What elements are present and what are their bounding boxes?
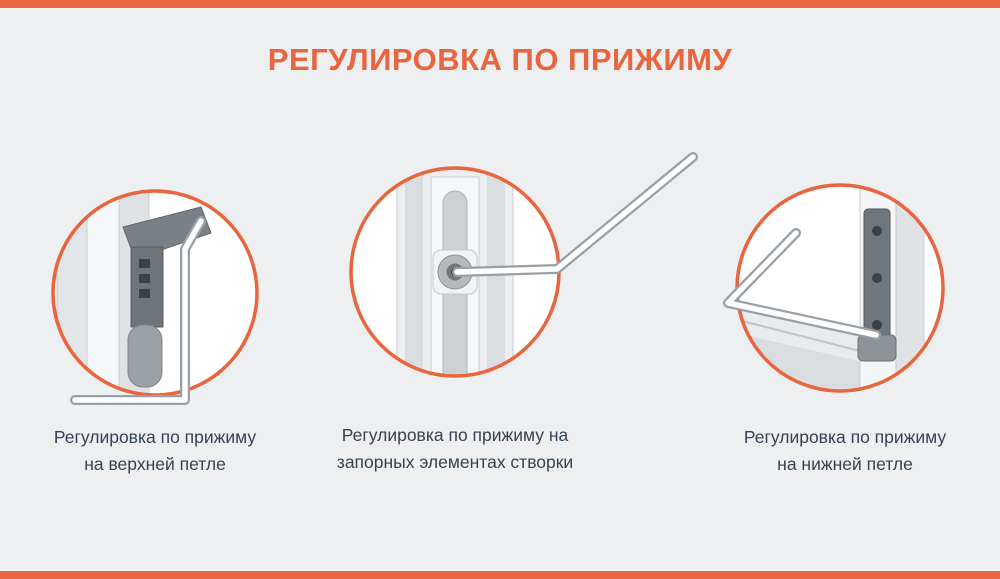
caption-line: Регулировка по прижиму на [341, 425, 569, 445]
panel-upper-hinge [5, 185, 305, 445]
caption-line: запорных элементах створки [336, 452, 574, 473]
hex-key-icon [70, 216, 206, 405]
bottom-accent-bar [0, 571, 1000, 579]
illustration-lower-hinge [723, 183, 945, 393]
caption-lower-hinge: Регулировка по прижиму на нижней петле [690, 424, 1000, 478]
caption-line: на нижней петле [777, 454, 913, 475]
sash-profile [396, 168, 514, 376]
top-hinge [122, 206, 212, 388]
panel-lower-hinge [690, 183, 1000, 443]
hex-key-icon [452, 152, 698, 277]
page-title: РЕГУЛИРОВКА ПО ПРИЖИМУ [267, 42, 733, 77]
bottom-hinge [857, 208, 897, 362]
illustration-sash-locks [349, 152, 698, 378]
caption-line: Регулировка по прижиму [53, 427, 257, 447]
caption-line: на верхней петле [84, 454, 226, 475]
top-accent-bar [0, 0, 1000, 8]
illustration-upper-hinge [51, 189, 259, 405]
panel-sash-locking-elements [305, 152, 698, 425]
caption-line: Регулировка по прижиму [743, 427, 947, 447]
caption-upper-hinge: Регулировка по прижиму на верхней петле [5, 424, 305, 478]
hex-key-icon [723, 228, 881, 340]
caption-sash-locking-elements: Регулировка по прижиму на запорных элеме… [305, 422, 605, 476]
